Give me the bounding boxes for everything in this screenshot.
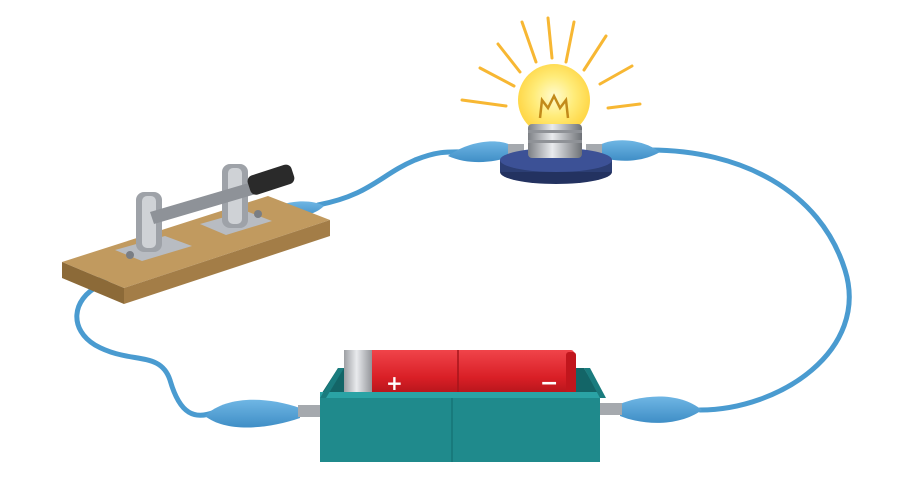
clip-battery-left[interactable]: [205, 399, 320, 428]
wires: [74, 147, 852, 418]
clip-bulb-left[interactable]: [448, 141, 524, 163]
wire-switch-to-bulb[interactable]: [315, 149, 473, 208]
bulb-rays: [460, 16, 642, 110]
wire-switch-to-battery[interactable]: [74, 282, 218, 418]
battery-cell[interactable]: + −: [344, 350, 576, 396]
bulb-glass: [518, 64, 590, 136]
switch-board-front: [62, 262, 124, 304]
box-side-right: [584, 368, 606, 398]
switch-blade[interactable]: [150, 182, 256, 224]
box-front: [320, 398, 600, 462]
clip-bulb-right[interactable]: [586, 140, 660, 161]
battery-negative-label: −: [540, 371, 558, 396]
knife-switch[interactable]: [62, 163, 330, 304]
light-bulb[interactable]: [460, 16, 642, 184]
battery-positive-label: +: [386, 371, 403, 395]
switch-handle[interactable]: [246, 163, 296, 196]
box-side-left: [320, 368, 344, 398]
clip-battery-right[interactable]: [598, 396, 702, 423]
wire-bulb-to-battery[interactable]: [647, 147, 852, 413]
bulb-filament: [538, 93, 570, 119]
switch-board-side: [124, 220, 330, 304]
battery-holder[interactable]: + −: [320, 350, 606, 462]
